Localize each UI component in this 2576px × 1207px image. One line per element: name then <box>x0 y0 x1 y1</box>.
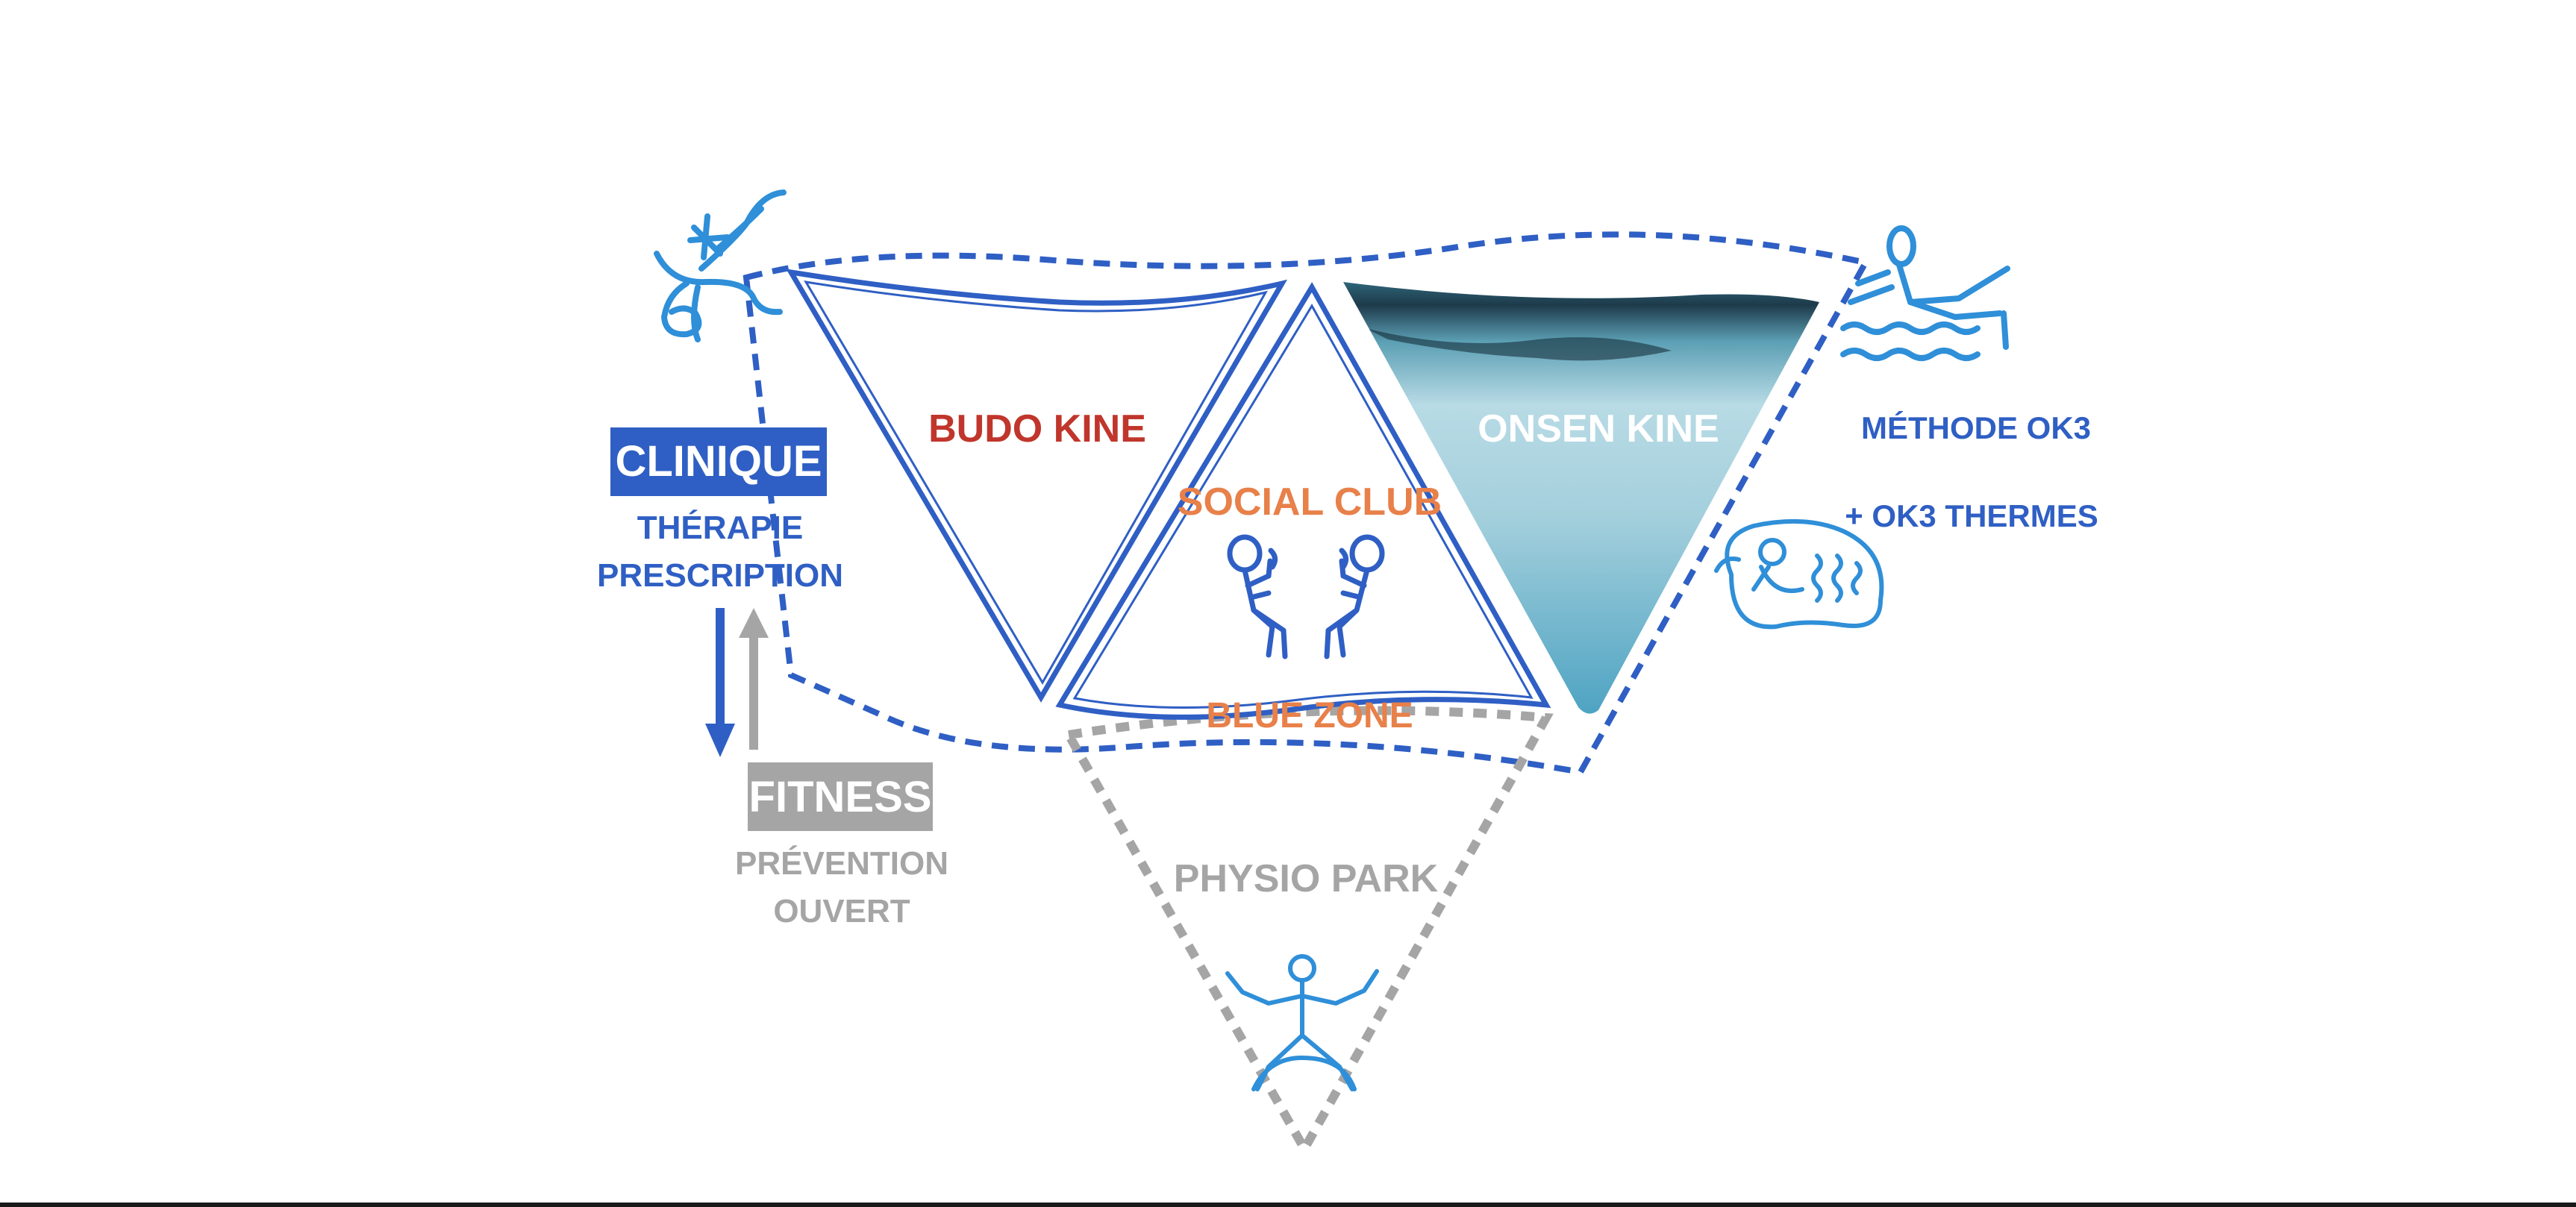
prevention-label: PRÉVENTION <box>735 844 948 882</box>
budo-kine-triangle <box>786 269 1288 703</box>
physio-park-triangle <box>1061 706 1554 1159</box>
fitness-box <box>748 762 933 831</box>
bottom-rule <box>0 1203 2576 1207</box>
clinique-box <box>610 427 827 496</box>
physio-park-label: PHYSIO PARK <box>1174 857 1439 900</box>
blue-zone-label: BLUE ZONE <box>1206 696 1413 736</box>
social-club-label: SOCIAL CLUB <box>1178 480 1442 524</box>
fitness-label: FITNESS <box>749 773 932 821</box>
outer-dashed-triangle <box>743 231 1871 776</box>
floating-person-icon <box>1225 954 1379 1091</box>
up-arrow <box>739 608 769 750</box>
therapie-label: THÉRAPIE <box>637 509 803 546</box>
bather-icon <box>1714 518 1884 630</box>
social-club-triangle <box>1055 282 1551 720</box>
rower-icon <box>1840 225 2010 361</box>
two-people-icon <box>1227 534 1385 659</box>
clinique-label: CLINIQUE <box>615 437 822 486</box>
budo-kine-label: BUDO KINE <box>928 407 1146 451</box>
ok3-thermes-label: + OK3 THERMES <box>1845 498 2098 533</box>
onsen-kine-label: ONSEN KINE <box>1478 407 1719 451</box>
prescription-label: PRESCRIPTION <box>597 557 843 594</box>
ouvert-label: OUVERT <box>773 893 910 929</box>
down-arrow <box>705 608 735 757</box>
swimmer-icon <box>654 189 787 342</box>
methode-ok3-label: MÉTHODE OK3 <box>1861 410 2091 445</box>
